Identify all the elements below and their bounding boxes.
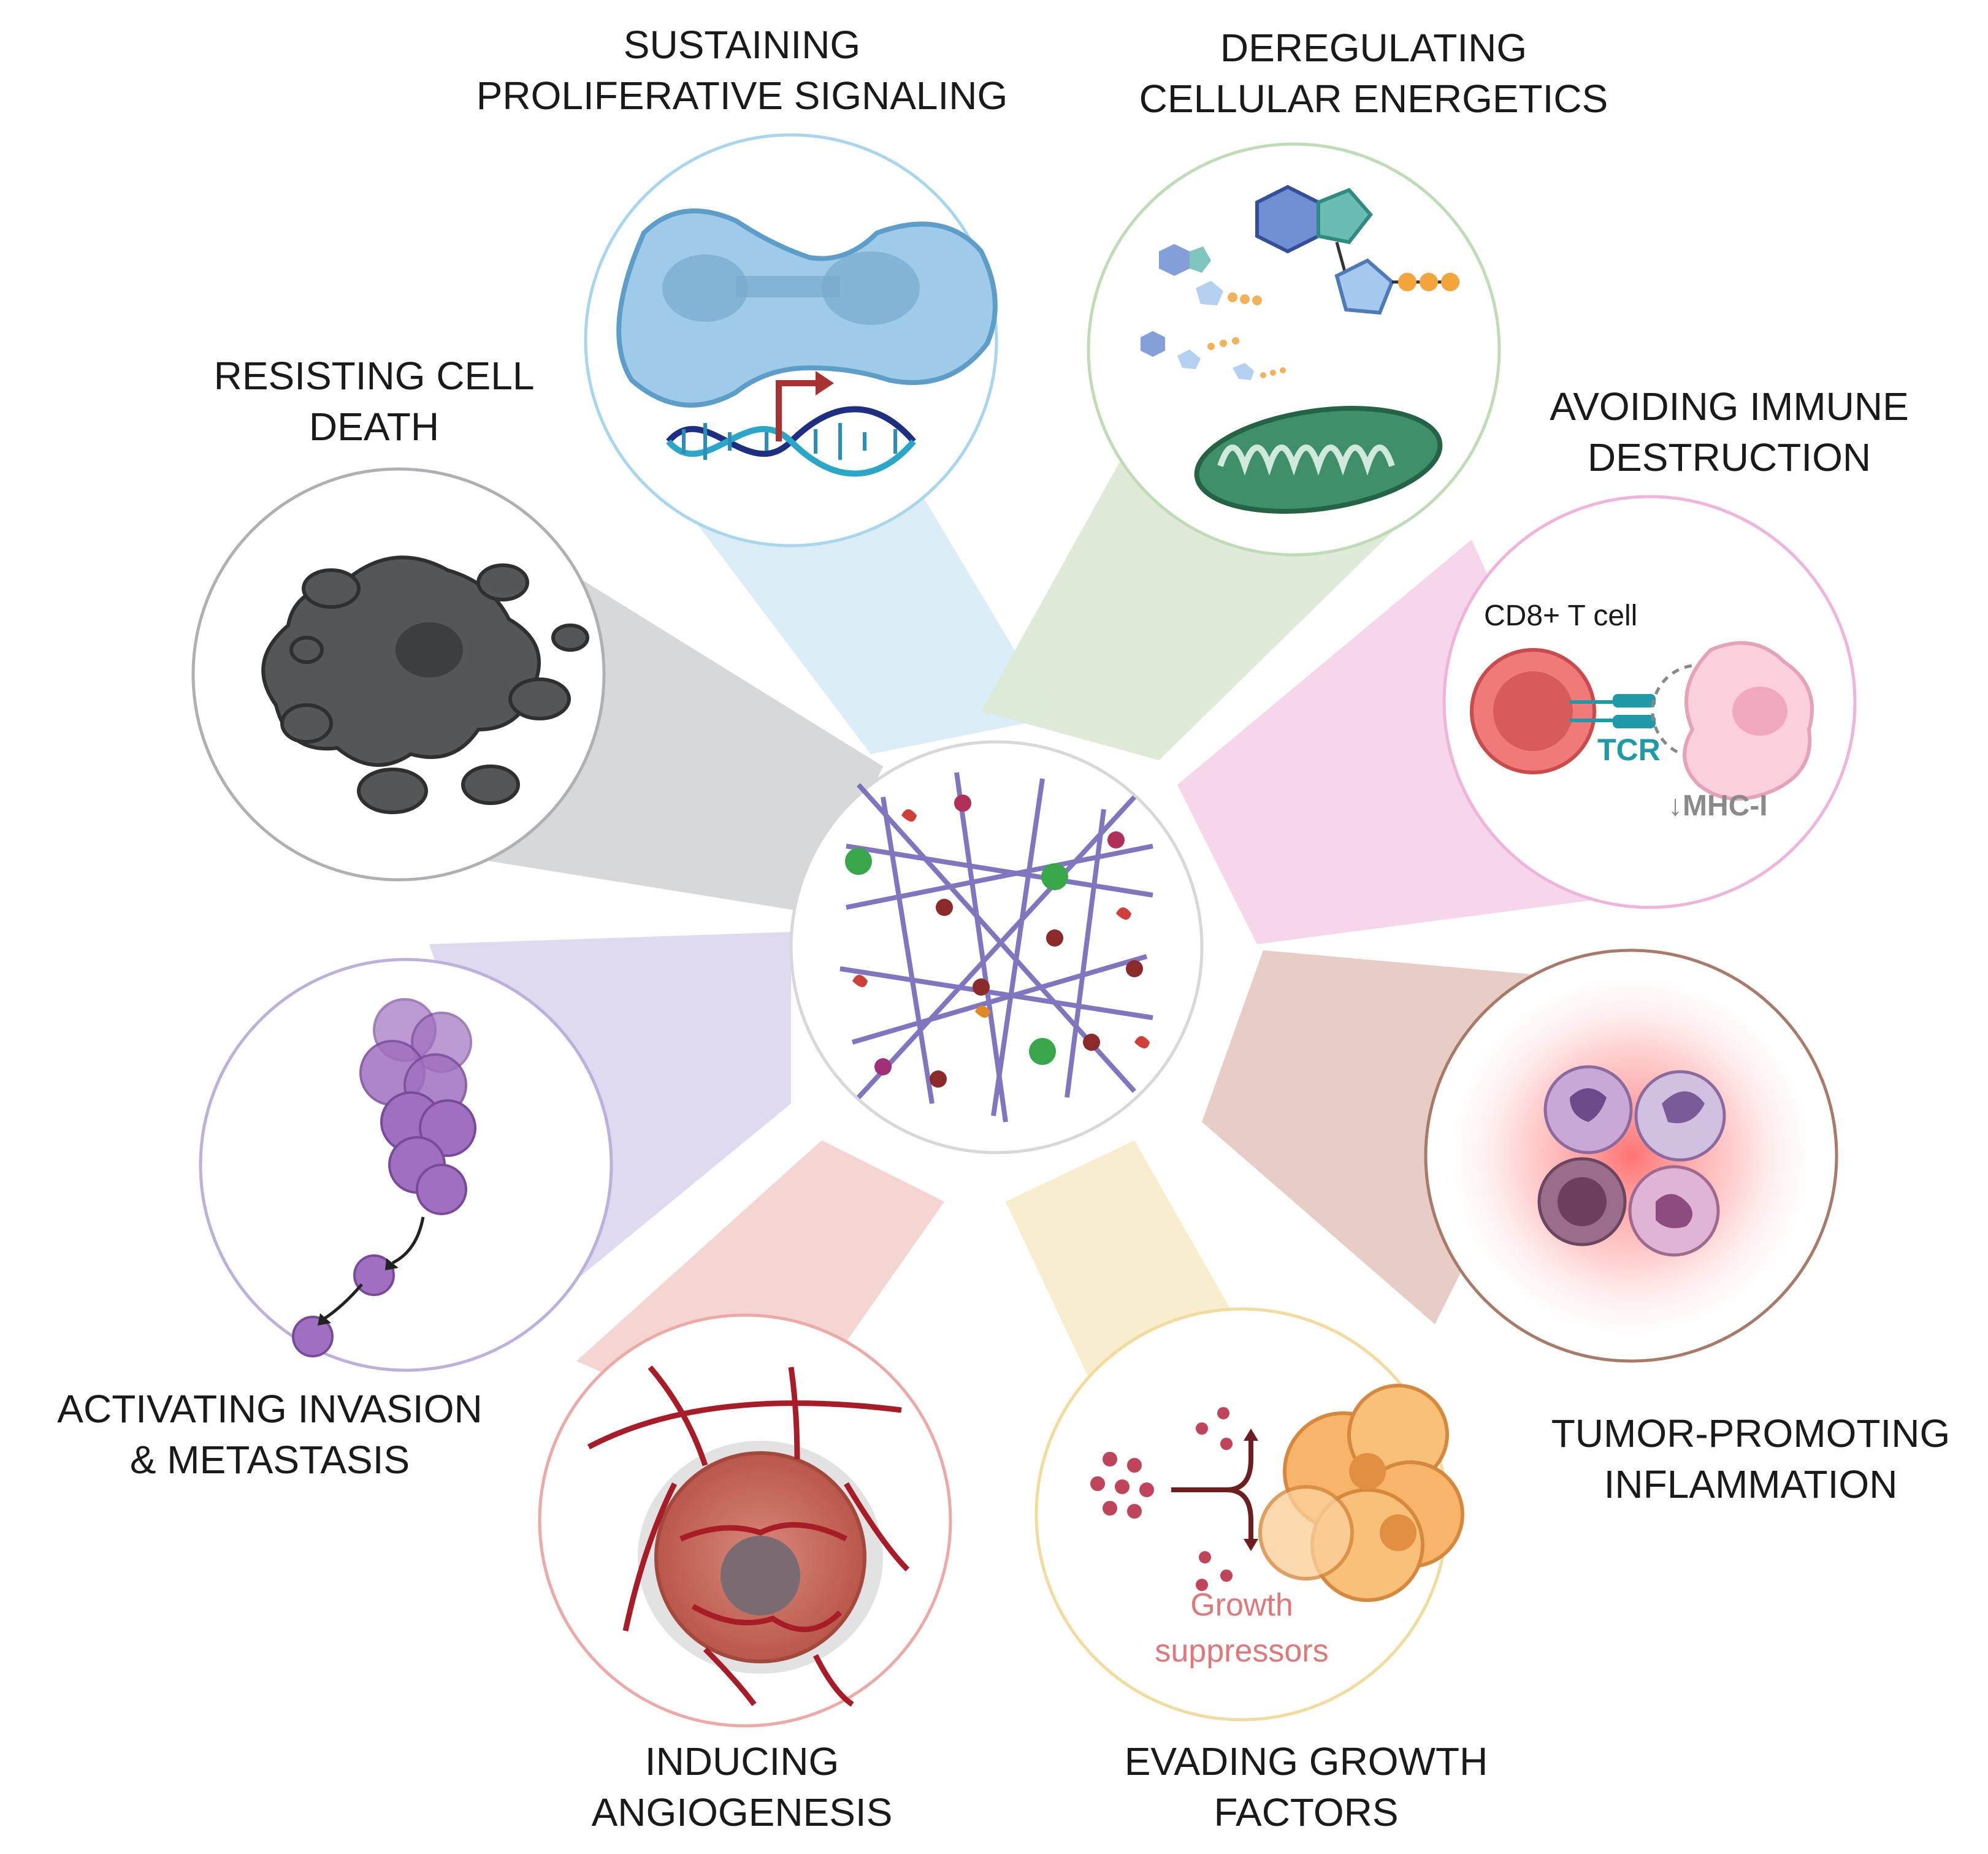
label-invasion-2: & METASTASIS	[130, 1438, 410, 1482]
label-inflammation-1: TUMOR-PROMOTING	[1551, 1411, 1951, 1455]
label-energetics-2: CELLULAR ENERGETICS	[1139, 77, 1608, 121]
mhc-label: ↓MHC-I	[1668, 790, 1768, 822]
label-celldeath-1: RESISTING CELL	[214, 354, 535, 398]
dna-icon	[666, 406, 916, 477]
panel-immune: CD8+ T cell TCR ↓MHC-I	[1442, 495, 1857, 909]
ecm-proteins-icon	[845, 795, 1150, 1088]
label-celldeath-2: DEATH	[309, 405, 439, 449]
panel-celldeath	[191, 467, 606, 882]
panel-growth: Growth suppressors	[1034, 1307, 1464, 1722]
growth-suppressors-label-1: Growth	[1190, 1587, 1293, 1623]
immune-cells-icon	[1537, 1065, 1726, 1257]
migration-arrow-icon	[324, 1216, 425, 1320]
ecm-fibers-icon	[839, 772, 1153, 1123]
panel-proliferative	[584, 133, 998, 547]
panel-angiogenesis	[538, 1313, 952, 1728]
label-angiogenesis-1: INDUCING	[645, 1739, 839, 1783]
atp-molecule-icon	[1255, 185, 1459, 315]
label-invasion-1: ACTIVATING INVASION	[57, 1387, 482, 1431]
label-proliferative-2: PROLIFERATIVE SIGNALING	[476, 74, 1008, 118]
cd8-t-cell-label: CD8+ T cell	[1484, 600, 1637, 632]
label-immune-1: AVOIDING IMMUNE	[1550, 384, 1909, 429]
label-immune-2: DESTRUCTION	[1588, 435, 1871, 479]
label-growth-1: EVADING GROWTH	[1125, 1739, 1488, 1783]
label-inflammation-2: INFLAMMATION	[1604, 1462, 1898, 1506]
tumor-cells-icon	[1258, 1384, 1464, 1602]
panel-invasion	[199, 958, 613, 1372]
tcr-label: TCR	[1597, 733, 1661, 767]
tcr-receptor-icon	[1613, 694, 1656, 708]
suppressor-dots-icon	[1090, 1407, 1233, 1591]
metastasis-cluster-icon	[292, 998, 476, 1357]
label-energetics-1: DEREGULATING	[1220, 26, 1527, 70]
label-growth-2: FACTORS	[1214, 1790, 1398, 1834]
label-proliferative-1: SUSTAINING	[624, 23, 860, 67]
panel-energetics	[1087, 142, 1501, 557]
beam-layer	[429, 368, 1631, 1514]
labels: SUSTAINING PROLIFERATIVE SIGNALING DEREG…	[57, 23, 1950, 1834]
transcription-arrow-icon	[776, 380, 816, 441]
blood-vessels-icon	[587, 1365, 910, 1707]
mitochondrion-icon	[1194, 406, 1443, 514]
growth-suppressors-label-2: suppressors	[1155, 1633, 1328, 1669]
panel-inflammation	[1424, 948, 1838, 1363]
small-molecules-icon	[1141, 244, 1286, 380]
center-ecm	[789, 740, 1204, 1154]
label-angiogenesis-2: ANGIOGENESIS	[592, 1790, 893, 1834]
deflection-arrow-icon	[1171, 1441, 1253, 1539]
